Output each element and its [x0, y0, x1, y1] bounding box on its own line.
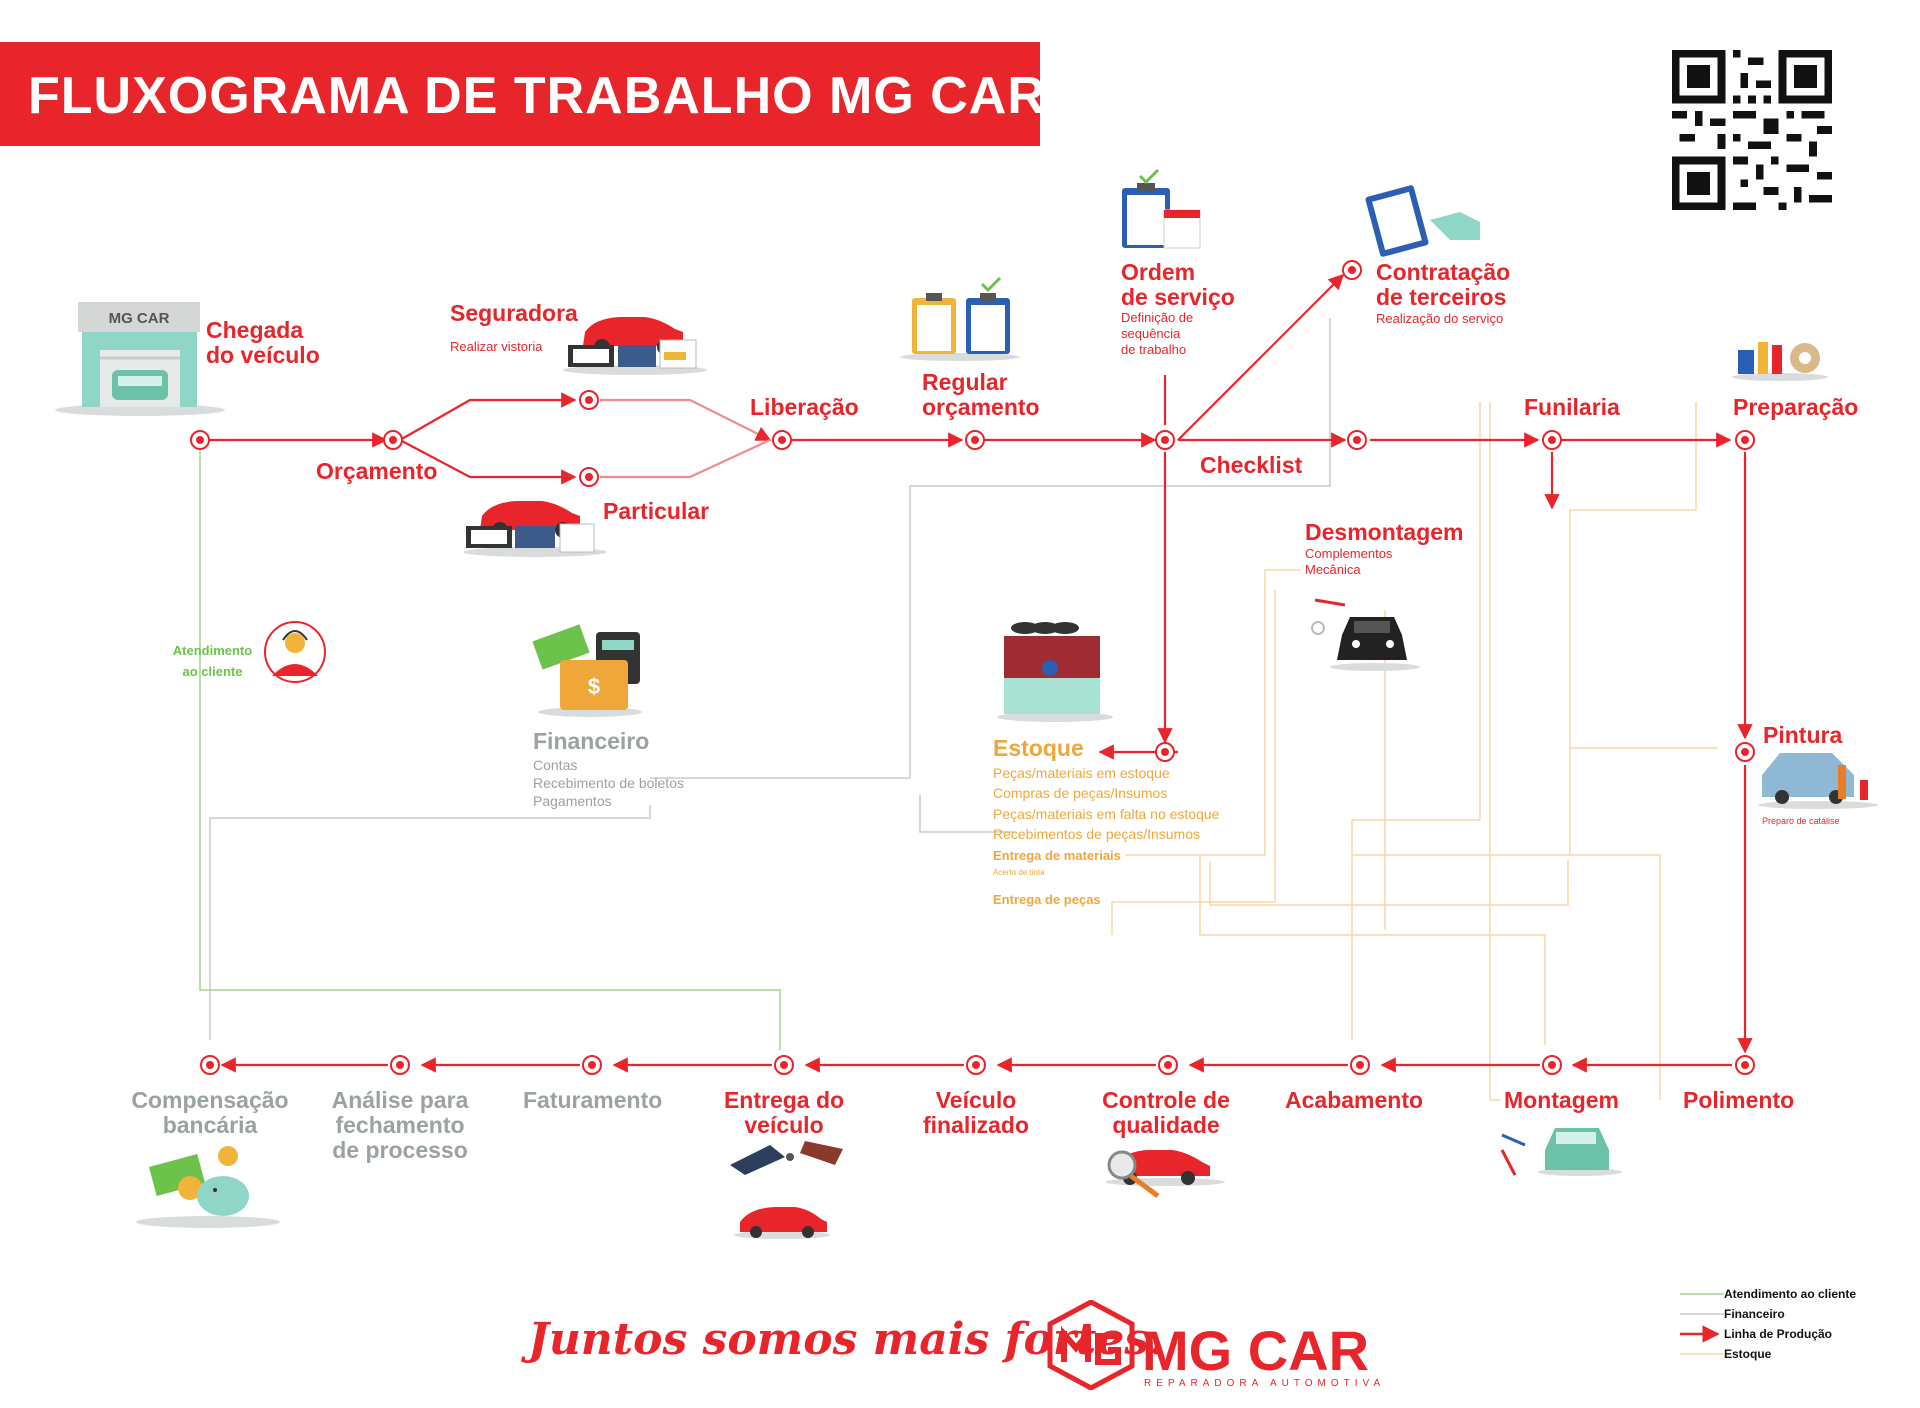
disassembly-car-icon — [1311, 598, 1420, 671]
label-pintura: Pintura — [1763, 722, 1843, 748]
clipboard-icon — [900, 276, 1020, 361]
legend-estoque: Estoque — [1724, 1347, 1772, 1361]
quality-car-icon — [1105, 1150, 1225, 1199]
node-analise — [390, 1055, 410, 1075]
preparation-tools-icon — [1732, 342, 1828, 381]
node-liberacao — [772, 430, 792, 450]
node-ordem — [1155, 430, 1175, 450]
atendimento-lines — [199, 450, 781, 1050]
label-orcamento: Orçamento — [316, 458, 438, 484]
node-seguradora — [579, 390, 599, 410]
flow-nodes — [190, 260, 1755, 1075]
page-title: FLUXOGRAMA DE TRABALHO MG CAR — [28, 67, 1046, 125]
qr-code — [1672, 50, 1832, 210]
label-compensacao: Compensação bancária — [131, 1087, 289, 1138]
node-acabamento — [1350, 1055, 1370, 1075]
label-contratacao-sub: Realização do serviço — [1376, 311, 1504, 326]
legend-financeiro: Financeiro — [1724, 1307, 1785, 1321]
node-compensacao — [200, 1055, 220, 1075]
legend-atendimento: Atendimento ao cliente — [1724, 1287, 1857, 1301]
label-controle: Controle de qualidade — [1102, 1087, 1230, 1138]
estoque-lines — [1111, 402, 1718, 1101]
seguradora-car-icon — [563, 317, 707, 375]
particular-car-icon — [463, 501, 607, 557]
node-veiculo-finalizado — [966, 1055, 986, 1075]
slogan: Juntos somos mais fortes. — [528, 1314, 1165, 1365]
estoque-item: Compras de peças/Insumos — [993, 785, 1168, 801]
service-order-icon — [1122, 168, 1201, 249]
node-contratacao — [1342, 260, 1362, 280]
estoque-acerto: Acerto de tinta — [993, 868, 1045, 877]
estoque-entrega-pecas: Entrega de peças — [993, 892, 1101, 907]
brand-logo — [1047, 1300, 1135, 1390]
financeiro-item: Recebimento de boletos — [533, 775, 684, 791]
node-preparacao — [1735, 430, 1755, 450]
label-desmontagem: Desmontagem — [1305, 519, 1464, 545]
node-checklist — [1347, 430, 1367, 450]
financeiro-item: Pagamentos — [533, 793, 612, 809]
label-liberacao: Liberação — [750, 394, 859, 420]
node-estoque — [1155, 742, 1175, 762]
label-veiculo-finalizado: Veículo finalizado — [922, 1087, 1030, 1138]
assembly-car-icon — [1500, 1128, 1622, 1176]
label-seguradora-sub: Realizar vistoria — [450, 339, 543, 354]
brand-name: MG CAR — [1142, 1319, 1370, 1382]
label-particular: Particular — [603, 498, 710, 524]
node-regular — [965, 430, 985, 450]
financeiro-lines — [209, 318, 1331, 1040]
title-banner: FLUXOGRAMA DE TRABALHO MG CAR — [0, 42, 1045, 146]
node-entrega-veiculo — [774, 1055, 794, 1075]
legend-producao: Linha de Produção — [1724, 1327, 1833, 1341]
financeiro-title: Financeiro — [533, 728, 650, 754]
label-atendimento: Atendimento ao cliente — [172, 643, 253, 679]
node-polimento — [1735, 1055, 1755, 1075]
node-pintura — [1735, 742, 1755, 762]
avatar-icon — [264, 621, 326, 683]
svg-text:$: $ — [588, 674, 600, 699]
label-pintura-sub: Preparo de catálise — [1762, 816, 1840, 826]
label-polimento: Polimento — [1683, 1087, 1795, 1113]
garage-icon: MG CAR — [55, 302, 225, 416]
estoque-item: Recebimentos de peças/Insumos — [993, 826, 1200, 842]
label-preparacao: Preparação — [1733, 394, 1859, 420]
warehouse-icon — [997, 622, 1113, 722]
node-faturamento — [582, 1055, 602, 1075]
node-montagem — [1542, 1055, 1562, 1075]
estoque-item: Peças/materiais em falta no estoque — [993, 806, 1220, 822]
production-line — [200, 273, 1753, 1073]
label-entrega-veiculo: Entrega do veículo — [723, 1087, 845, 1138]
brand-subtitle: REPARADORA AUTOMOTIVA — [1144, 1378, 1386, 1389]
car-delivery-icon — [730, 1141, 843, 1239]
financeiro-item: Contas — [533, 757, 578, 773]
label-seguradora: Seguradora — [450, 300, 578, 326]
node-chegada — [190, 430, 210, 450]
legend-swatches — [1680, 1293, 1724, 1355]
money-icon: $ — [532, 624, 642, 717]
label-analise: Análise para fechamento de processo — [331, 1087, 469, 1163]
estoque-item: Peças/materiais em estoque — [993, 765, 1170, 781]
label-acabamento: Acabamento — [1285, 1087, 1424, 1113]
label-faturamento: Faturamento — [523, 1087, 663, 1113]
node-particular — [579, 467, 599, 487]
label-contratacao: Contratação de terceiros — [1376, 259, 1511, 310]
piggy-bank-icon — [136, 1146, 280, 1228]
estoque-entrega-materiais: Entrega de materiais — [993, 848, 1121, 863]
label-ordem: Ordem de serviço — [1121, 259, 1235, 310]
node-orcamento — [383, 430, 403, 450]
svg-text:MG CAR: MG CAR — [109, 310, 170, 327]
node-funilaria — [1542, 430, 1562, 450]
label-montagem: Montagem — [1504, 1087, 1619, 1113]
label-chegada: Chegada do veículo — [206, 317, 320, 368]
contract-icon — [1365, 185, 1480, 257]
estoque-title: Estoque — [993, 735, 1084, 761]
label-checklist: Checklist — [1200, 452, 1303, 478]
painting-car-icon — [1758, 753, 1878, 809]
label-regular: Regular orçamento — [922, 369, 1040, 420]
label-funilaria: Funilaria — [1524, 394, 1620, 420]
label-ordem-sub: Definição de sequência de trabalho — [1121, 310, 1194, 357]
node-controle — [1158, 1055, 1178, 1075]
label-desmontagem-sub: Complementos Mecânica — [1305, 546, 1393, 577]
